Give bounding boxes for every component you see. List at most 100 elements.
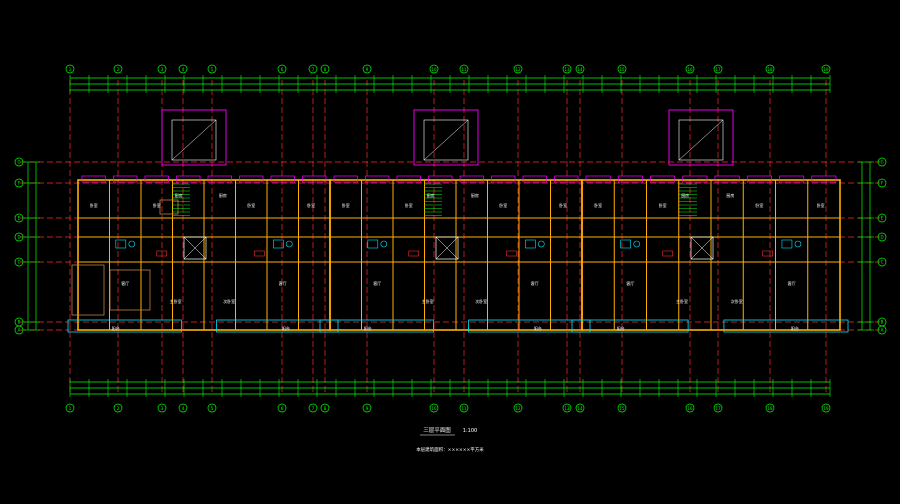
axis-bubble-bottom (65, 403, 75, 413)
window (746, 175, 772, 183)
axis-label-bottom: 18 (767, 406, 773, 411)
elevator-shaft (690, 236, 714, 260)
axis-label-right: A (881, 328, 884, 333)
room-label: 卧室 (817, 202, 825, 208)
balcony (468, 319, 591, 333)
axis-bubble-bottom (821, 403, 831, 413)
room-label: 主卧室 (170, 298, 182, 304)
axis-label-right: F (881, 181, 884, 186)
axis-bubble-top (562, 64, 572, 74)
stair-core (423, 119, 469, 161)
axis-label-bottom: 16 (687, 406, 693, 411)
axis-bubble-top (617, 64, 627, 74)
axis-bubble-right (877, 257, 887, 267)
axis-bubble-top (685, 64, 695, 74)
axis-label-bottom: 1 (69, 406, 72, 411)
axis-label-top: 10 (431, 67, 437, 72)
axis-label-left: G (17, 160, 20, 165)
axis-bubble-top (362, 64, 372, 74)
axis-label-top: 12 (515, 67, 521, 72)
window (554, 175, 579, 183)
axis-label-top: 13 (564, 67, 570, 72)
toilet-fixture (633, 240, 641, 248)
axis-bubble-top (575, 64, 585, 74)
axis-bubble-top (207, 64, 217, 74)
room-label: 次卧室 (731, 298, 743, 304)
bath-fixture (524, 239, 536, 249)
room-label: 卧室 (755, 202, 763, 208)
axis-bubble-right (877, 232, 887, 242)
stair-roof-outline (413, 109, 479, 166)
axis-bubble-top (157, 64, 167, 74)
axis-bubble-top (308, 64, 318, 74)
axis-bubble-top (65, 64, 75, 74)
axis-bubble-top (459, 64, 469, 74)
axis-label-top: 18 (767, 67, 773, 72)
room-label: 客厅 (121, 280, 129, 286)
axis-label-bottom: 2 (117, 406, 120, 411)
axis-bubble-left (14, 232, 24, 242)
axis-bubble-bottom (113, 403, 123, 413)
sofa-set (109, 269, 151, 311)
room-label: 阳台 (282, 325, 290, 331)
room-label: 次卧室 (223, 298, 235, 304)
axis-label-bottom: 15 (619, 406, 625, 411)
axis-bubble-left (14, 157, 24, 167)
axis-label-left: F (18, 181, 21, 186)
elevator-shaft (183, 236, 207, 260)
axis-label-bottom: 6 (281, 406, 284, 411)
axis-bubble-bottom (459, 403, 469, 413)
room-labels: 卧室卧室卧室卧室客厅主卧室次卧室客厅阳台阳台厨房厨房卧室卧室卧室卧室客厅主卧室次… (90, 192, 825, 331)
axis-label-bottom: 12 (515, 406, 521, 411)
stair-diagonal (171, 119, 217, 161)
bath-fixture (115, 239, 127, 249)
bed (159, 199, 179, 215)
window (396, 175, 421, 183)
axis-bubble-bottom (362, 403, 372, 413)
window (811, 175, 837, 183)
axis-label-top: 14 (577, 67, 583, 72)
axis-label-bottom: 14 (577, 406, 583, 411)
room-label: 厨房 (726, 192, 734, 198)
window (650, 175, 676, 183)
balcony (67, 319, 182, 333)
axis-bubble-right (877, 325, 887, 335)
axis-bubble-bottom (713, 403, 723, 413)
room-label: 厨房 (175, 192, 183, 198)
room-label: 主卧室 (676, 298, 688, 304)
window (779, 175, 805, 183)
room-label: 厨房 (427, 192, 435, 198)
axis-bubble-bottom (513, 403, 523, 413)
toilet-fixture (794, 240, 802, 248)
bath-fixture (620, 239, 632, 249)
room-tag (662, 250, 673, 257)
room-tag (762, 250, 773, 257)
elevator-cross (183, 236, 207, 260)
balcony (571, 319, 689, 333)
axis-label-bottom: 5 (211, 406, 214, 411)
room-label: 卧室 (405, 202, 413, 208)
room-tag (254, 250, 265, 257)
axis-label-left: B (18, 320, 21, 325)
axis-label-bottom: 8 (324, 406, 327, 411)
axis-bubble-top (320, 64, 330, 74)
balcony (723, 319, 849, 333)
drawing-scale: 1:100 (463, 428, 477, 434)
axis-bubble-bottom (207, 403, 217, 413)
window (302, 175, 327, 183)
axis-bubble-top (513, 64, 523, 74)
window (239, 175, 264, 183)
axis-label-top: 11 (461, 67, 467, 72)
axis-bubble-right (877, 157, 887, 167)
stair-roof-outline (668, 109, 734, 166)
room-tag (408, 250, 420, 257)
window (81, 175, 106, 183)
axis-label-top: 9 (366, 67, 369, 72)
axis-bubble-right (877, 213, 887, 223)
axis-bubble-bottom (277, 403, 287, 413)
room-label: 卧室 (659, 202, 667, 208)
axis-bubble-top (821, 64, 831, 74)
room-label: 卧室 (90, 202, 98, 208)
axis-label-top: 2 (117, 67, 120, 72)
